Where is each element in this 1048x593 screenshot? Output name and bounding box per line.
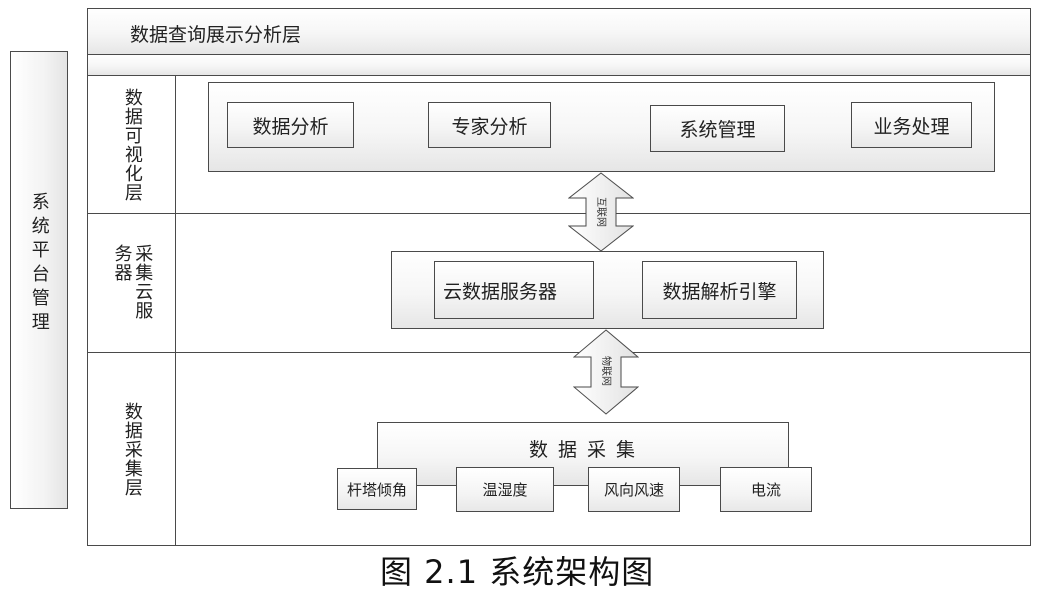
visualization-layer-label-cell: 数据可视化层 — [88, 76, 175, 213]
visualization-layer-label: 数据可视化层 — [121, 87, 143, 202]
module-data-analysis: 数据分析 — [227, 102, 354, 148]
sensor-wind-direction-speed: 风向风速 — [588, 467, 680, 512]
internet-label: 互联网 — [595, 197, 607, 227]
divider — [88, 213, 1030, 214]
sensor-tower-tilt: 杆塔倾角 — [337, 468, 417, 510]
figure-caption: 图 2.1 系统架构图 — [380, 553, 655, 591]
module-system-management: 系统管理 — [650, 105, 785, 152]
cloud-layer-label: 采集云服务器 — [111, 244, 154, 320]
internet-arrow-icon: 互联网 — [568, 172, 634, 252]
top-layer-title: 数据查询展示分析层 — [130, 24, 302, 46]
system-management-panel: 系统平台管理 — [10, 51, 68, 509]
iot-arrow-icon: 物联网 — [573, 329, 639, 415]
divider — [88, 352, 1030, 353]
collection-layer-label: 数据采集层 — [121, 401, 143, 497]
data-collection-title: 数 据 采 集 — [528, 439, 638, 461]
collection-layer-label-cell: 数据采集层 — [88, 353, 175, 545]
sensor-temperature-humidity: 温湿度 — [456, 467, 554, 512]
divider — [88, 75, 1030, 76]
top-layer-band: 数据查询展示分析层 — [88, 9, 1030, 54]
module-expert-analysis: 专家分析 — [428, 102, 551, 148]
label-column-divider — [175, 75, 176, 545]
spacer-band — [88, 55, 1030, 75]
divider — [88, 54, 1030, 55]
module-data-parsing-engine: 数据解析引擎 — [642, 261, 797, 319]
module-cloud-data-server: 云数据服务器 — [434, 261, 594, 319]
module-business-processing: 业务处理 — [851, 102, 972, 148]
sensor-current: 电流 — [720, 467, 812, 512]
system-management-label: 系统平台管理 — [28, 192, 50, 336]
iot-label: 物联网 — [600, 356, 613, 386]
cloud-layer-label-cell: 采集云服务器 — [88, 214, 175, 352]
